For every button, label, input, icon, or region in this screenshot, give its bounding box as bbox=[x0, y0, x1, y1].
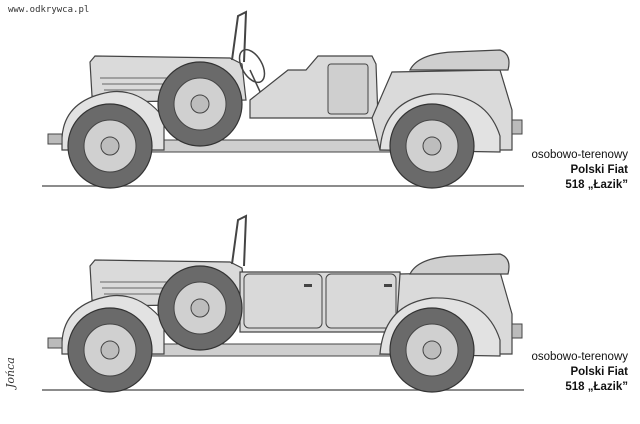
rear-wheel bbox=[389, 307, 475, 393]
tail-light bbox=[511, 323, 523, 339]
headlight bbox=[47, 133, 63, 145]
headlight bbox=[47, 337, 63, 349]
vehicle-drawing-open bbox=[42, 10, 524, 189]
windshield-frame bbox=[231, 214, 248, 267]
rear-door bbox=[325, 273, 397, 329]
front-door bbox=[243, 273, 323, 329]
rear-door-handle bbox=[384, 284, 392, 287]
caption-make: Polski Fiat bbox=[570, 366, 628, 378]
caption-bottom: osobowo-terenowy Polski Fiat 518 „Łazik” bbox=[531, 350, 628, 395]
spare-wheel bbox=[157, 265, 243, 351]
rear-wheel bbox=[389, 103, 475, 189]
caption-top: osobowo-terenowy Polski Fiat 518 „Łazik” bbox=[531, 148, 628, 193]
front-wheel bbox=[67, 103, 153, 189]
front-seat bbox=[327, 63, 369, 115]
caption-model: 518 „Łazik” bbox=[565, 179, 628, 191]
spare-wheel bbox=[157, 61, 243, 147]
steering-wheel bbox=[238, 48, 266, 84]
caption-type: osobowo-terenowy bbox=[531, 351, 628, 363]
caption-make: Polski Fiat bbox=[570, 164, 628, 176]
artist-signature: Jońca bbox=[4, 357, 17, 388]
windshield-frame bbox=[231, 10, 248, 63]
folded-top bbox=[409, 49, 510, 71]
front-wheel bbox=[67, 307, 153, 393]
tail-light bbox=[511, 119, 523, 135]
front-door-handle bbox=[304, 284, 312, 287]
watermark-text: www.odkrywca.pl bbox=[8, 5, 90, 15]
folded-top bbox=[409, 253, 510, 275]
caption-model: 518 „Łazik” bbox=[565, 381, 628, 393]
caption-type: osobowo-terenowy bbox=[531, 149, 628, 161]
vehicle-drawing-doors bbox=[42, 214, 524, 393]
